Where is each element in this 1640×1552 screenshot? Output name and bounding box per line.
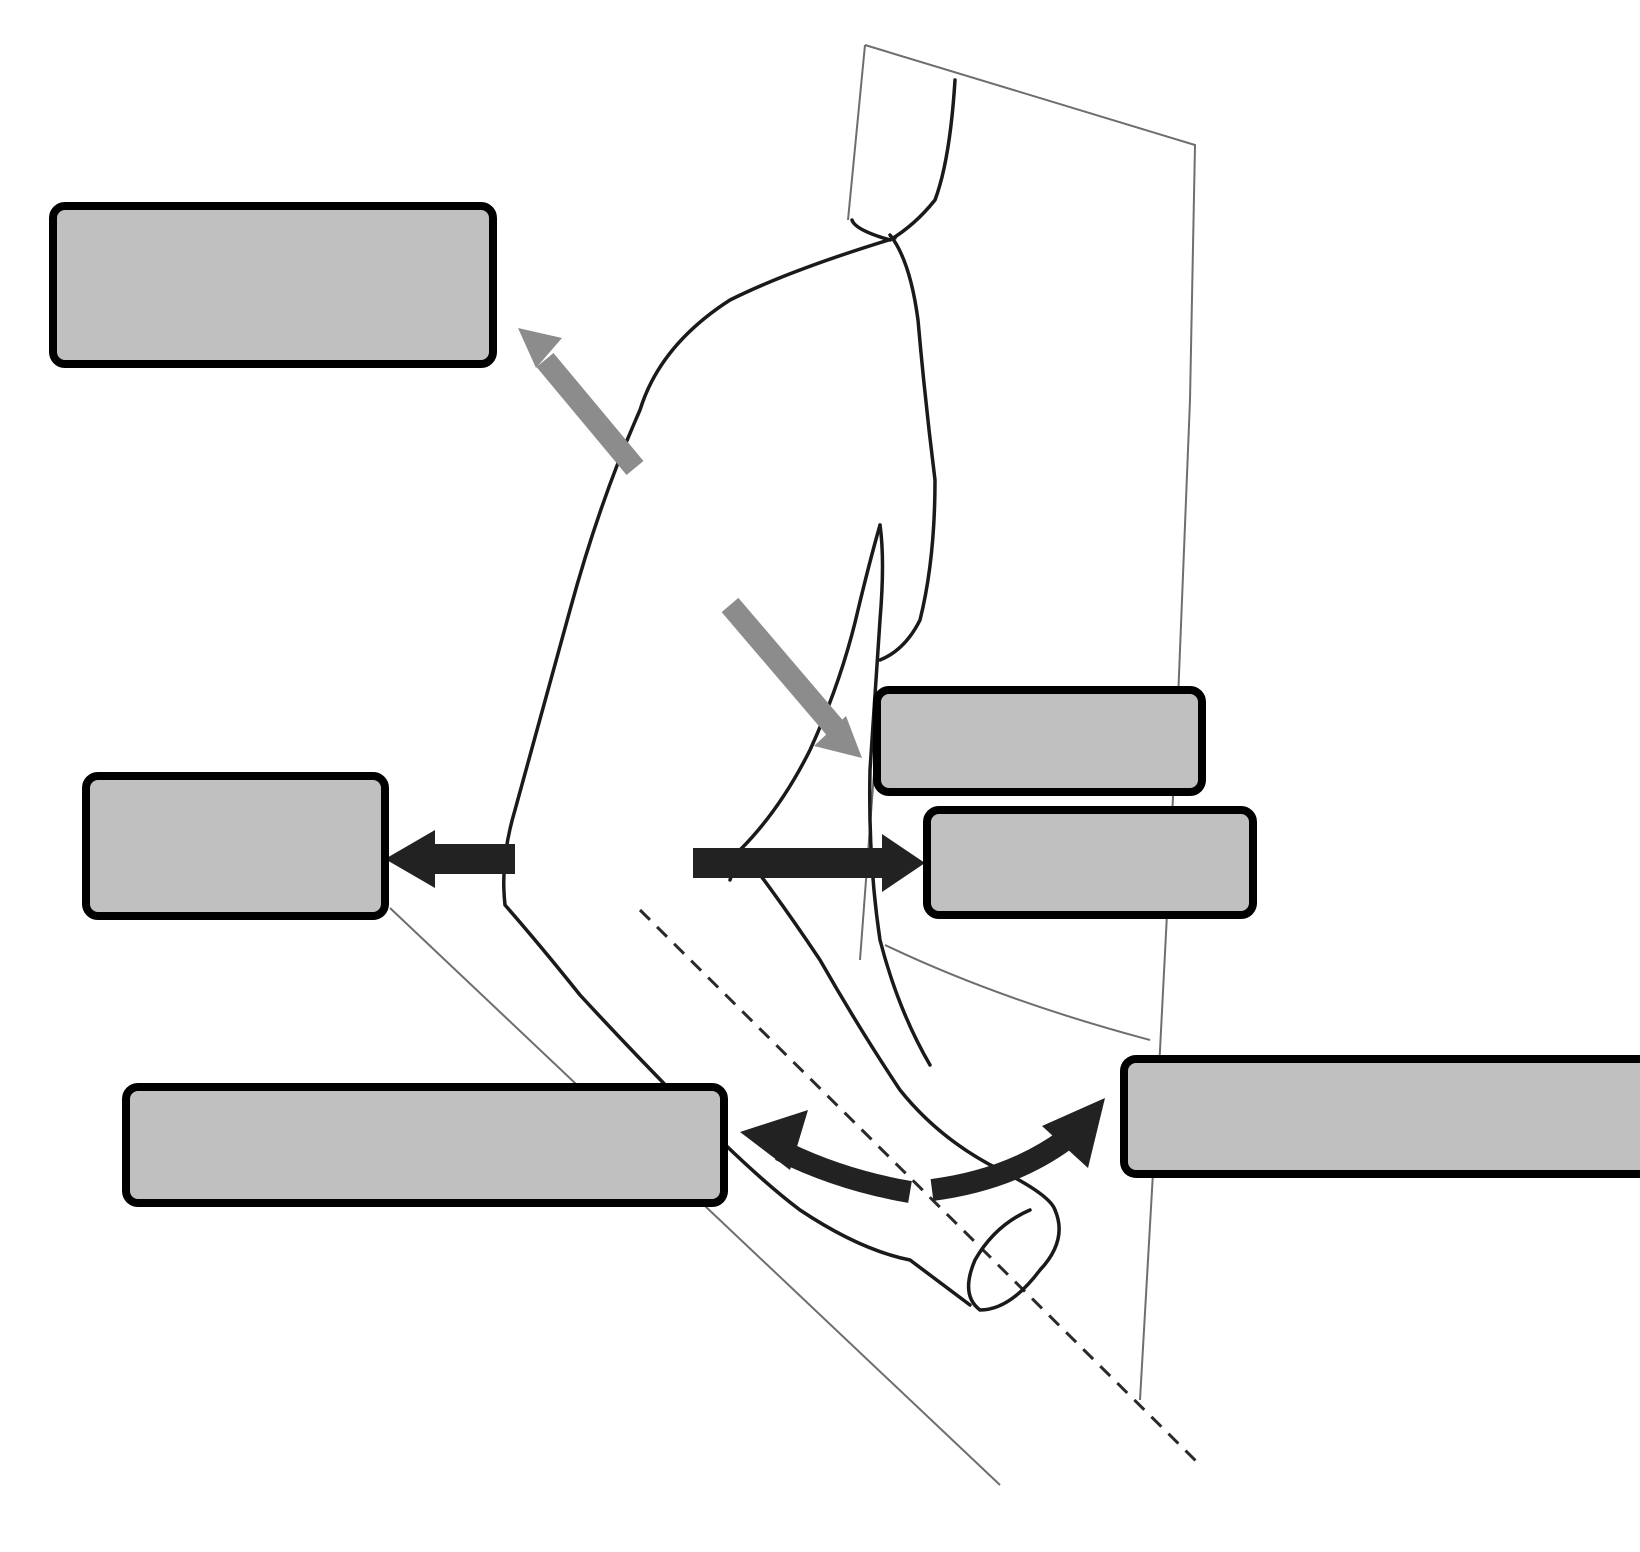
inner-arm-line bbox=[878, 233, 937, 662]
curved-left-arrow-icon bbox=[740, 1110, 912, 1203]
hand-end bbox=[966, 1208, 1061, 1312]
neck-line bbox=[850, 78, 957, 242]
black-right-arrow-icon bbox=[693, 834, 925, 892]
forearm-crease bbox=[867, 523, 932, 1067]
rotation-axis-line bbox=[638, 908, 1202, 1467]
label-box-right bbox=[923, 806, 1257, 919]
curved-right-arrow-icon bbox=[930, 1098, 1105, 1201]
label-box-bottom-right bbox=[1120, 1055, 1640, 1178]
label-box-left bbox=[82, 772, 389, 920]
label-box-top-left bbox=[49, 202, 497, 368]
forearm-inner-line bbox=[728, 523, 882, 882]
label-box-bottom-left bbox=[122, 1083, 728, 1207]
gray-diagonal-arrow-icon bbox=[721, 597, 862, 758]
black-left-arrow-icon bbox=[385, 830, 515, 888]
wall-top-edge bbox=[847, 44, 866, 221]
table-back-edge bbox=[884, 944, 1151, 1041]
label-box-inner-right bbox=[873, 686, 1206, 796]
shoulder-line bbox=[502, 236, 972, 1307]
gray-diagonal-arrow-icon bbox=[518, 328, 644, 476]
